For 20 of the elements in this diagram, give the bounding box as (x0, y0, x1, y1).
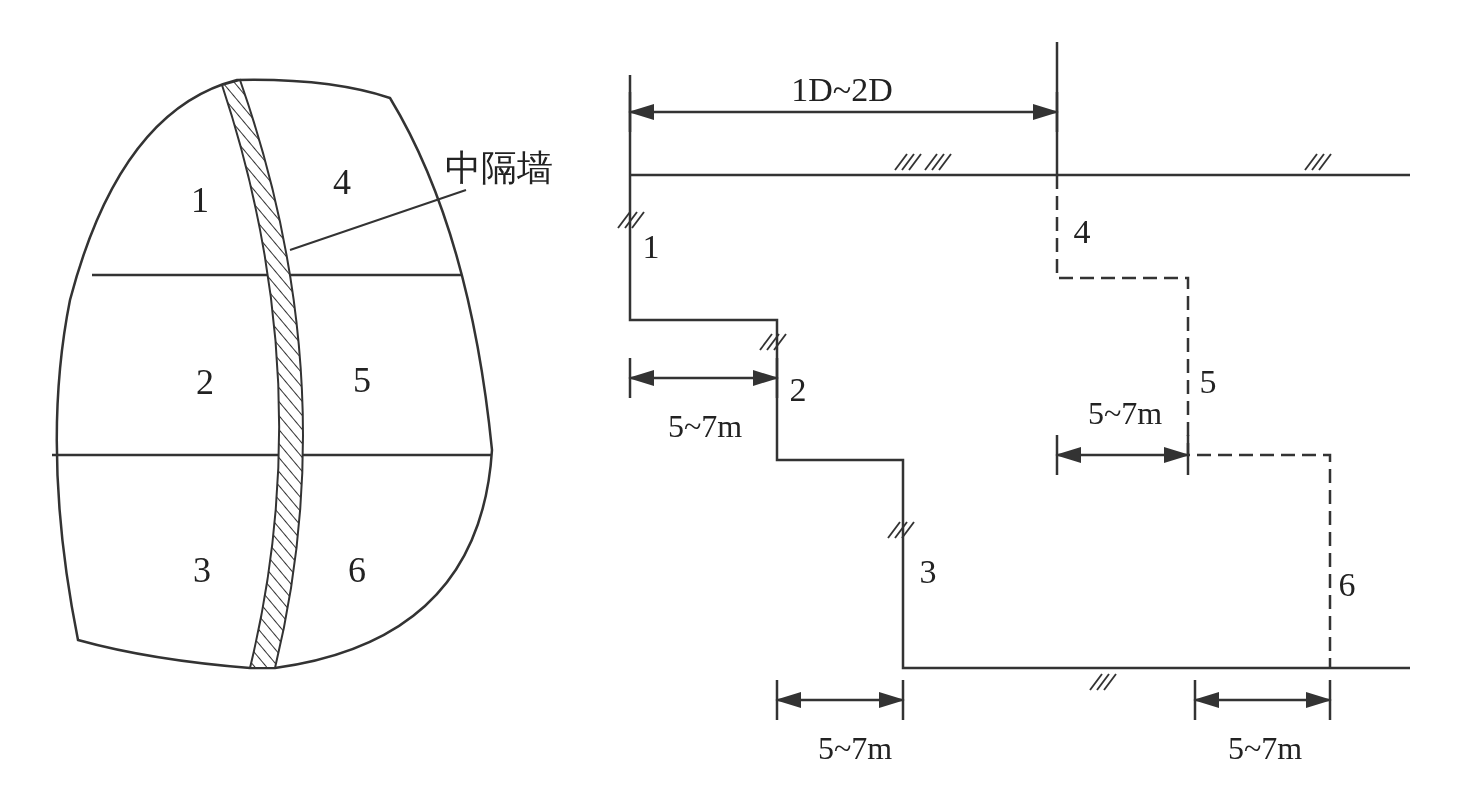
dimension-label: 5~7m (1087, 397, 1163, 429)
step-number: 6 (1338, 568, 1356, 602)
wall-label: 中隔墙 (445, 150, 553, 186)
region-number: 3 (193, 552, 211, 588)
region-number: 1 (191, 182, 209, 218)
middle-wall-hatched (221, 79, 304, 669)
region-number: 4 (333, 164, 351, 200)
step-number: 5 (1199, 365, 1217, 399)
region-number: 2 (196, 364, 214, 400)
step-number: 1 (642, 230, 660, 264)
region-number: 5 (353, 362, 371, 398)
dimension-label: 1D~2D (791, 73, 893, 107)
dimension-label: 5~7m (817, 732, 893, 764)
dimension-label: 5~7m (1227, 732, 1303, 764)
leader-line (289, 189, 467, 251)
dimension-label: 5~7m (667, 410, 743, 442)
step-number: 2 (789, 373, 807, 407)
region-number: 6 (348, 552, 366, 588)
step-number: 3 (919, 555, 937, 589)
step-number: 4 (1073, 215, 1091, 249)
